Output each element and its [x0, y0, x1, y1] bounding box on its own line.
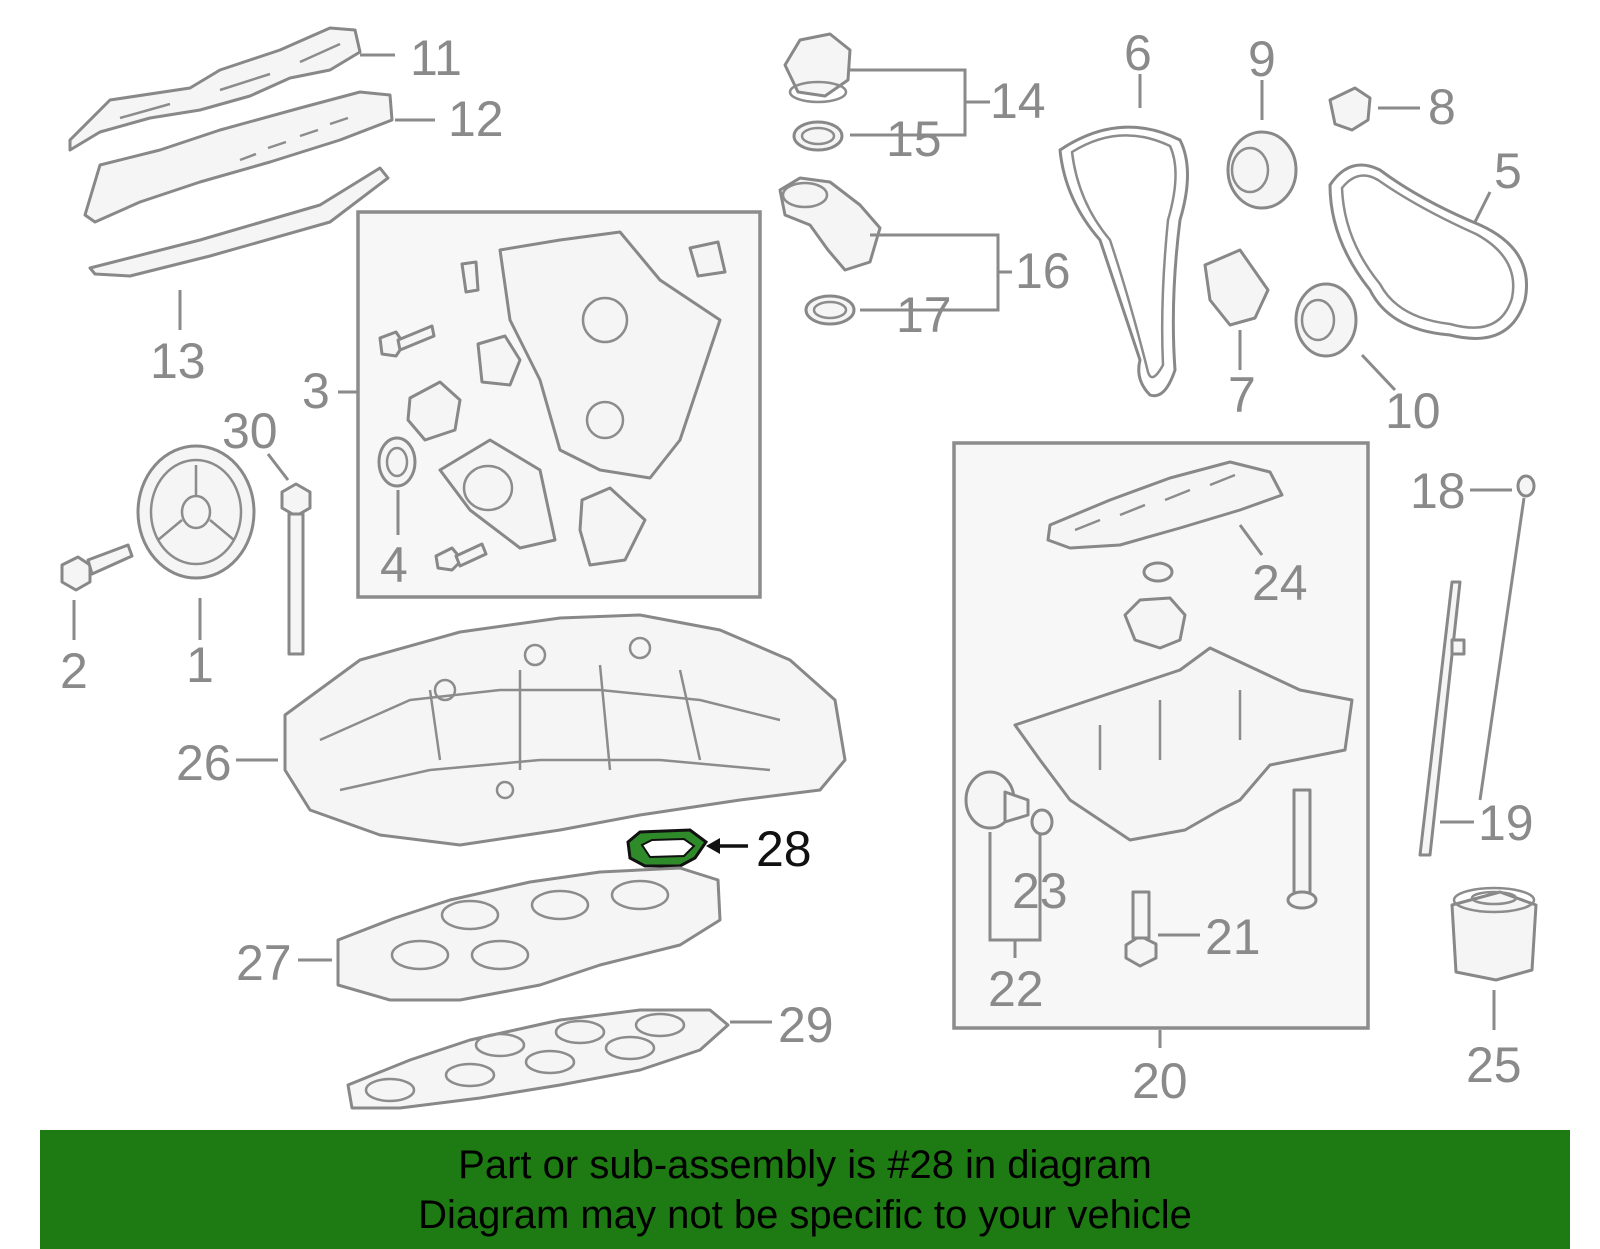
banner-line-2: Diagram may not be specific to your vehi… [418, 1192, 1192, 1237]
dipstick-tube-part-19 [1418, 580, 1466, 857]
callout-13: 13 [150, 333, 206, 389]
pan-stud [1286, 788, 1318, 910]
callout-21: 21 [1205, 909, 1261, 965]
engine-cover-part-12 [83, 90, 394, 224]
timing-cover-part-3 [378, 230, 727, 572]
callout-18: 18 [1410, 463, 1466, 519]
o-ring-part-15 [792, 120, 844, 152]
bolt-part-2 [60, 543, 134, 592]
callout-10: 10 [1385, 383, 1441, 439]
oil-cap-part-14 [783, 32, 852, 104]
callout-30: 30 [222, 403, 278, 459]
timing-chain-part-5 [1328, 163, 1528, 340]
callout-23: 23 [1012, 863, 1068, 919]
intake-plenum-part-27 [336, 866, 722, 1002]
oil-pan-baffle-part-24 [1046, 460, 1284, 550]
washer-part-23 [1030, 808, 1054, 836]
arrow-head-28 [706, 838, 720, 854]
callout-19: 19 [1478, 795, 1534, 851]
dipstick-part-18 [1478, 474, 1536, 801]
engine-cover-part-11 [68, 26, 362, 152]
o-ring-part-17 [804, 294, 856, 326]
callout-2: 2 [60, 643, 88, 699]
callout-17: 17 [896, 287, 952, 343]
callout-numbers: 1 2 3 4 5 6 7 8 9 10 11 12 13 14 15 16 1… [60, 25, 1534, 1109]
callout-29: 29 [778, 997, 834, 1053]
leader-lines [72, 53, 1512, 1048]
callout-6: 6 [1124, 25, 1152, 81]
pulley-part-1 [136, 444, 256, 580]
intake-manifold-part-26 [283, 613, 847, 847]
callout-14: 14 [990, 73, 1046, 129]
oil-pump-pickup [1123, 561, 1187, 650]
sprocket-part-10 [1294, 282, 1358, 358]
oil-pan [1013, 646, 1354, 842]
banner-line-1: Part or sub-assembly is #28 in diagram [458, 1142, 1152, 1187]
callout-24: 24 [1252, 555, 1308, 611]
callout-11: 11 [410, 30, 462, 86]
callout-5: 5 [1494, 143, 1522, 199]
callout-15: 15 [886, 111, 942, 167]
callout-22: 22 [988, 961, 1044, 1017]
seal-part-4 [377, 436, 417, 488]
tensioner-part-8 [1328, 86, 1372, 132]
callout-20: 20 [1132, 1053, 1188, 1109]
timing-chain-part-6 [1058, 125, 1189, 398]
intake-gasket-part-29 [346, 1008, 730, 1110]
chain-guide-part-7 [1203, 248, 1270, 327]
callout-12: 12 [448, 91, 504, 147]
sprocket-part-9 [1226, 130, 1298, 210]
gasket-part-13 [88, 166, 390, 278]
callout-25: 25 [1466, 1037, 1522, 1093]
oil-filter-part-25 [1450, 886, 1538, 982]
filler-neck-part-16 [778, 176, 882, 272]
callout-26: 26 [176, 735, 232, 791]
callout-7: 7 [1228, 367, 1256, 423]
gasket-part-28[interactable] [626, 828, 709, 868]
callout-1: 1 [186, 637, 214, 693]
callout-3: 3 [302, 363, 330, 419]
bolt-part-21 [1124, 890, 1158, 968]
callout-27: 27 [236, 935, 292, 991]
callout-16: 16 [1015, 243, 1071, 299]
callout-8: 8 [1428, 79, 1456, 135]
callout-4: 4 [380, 537, 408, 593]
info-banner: Part or sub-assembly is #28 in diagram D… [40, 1130, 1570, 1249]
long-bolt-part-30 [280, 482, 312, 656]
callout-28: 28 [756, 821, 812, 877]
drain-plug-part-22 [964, 770, 1030, 830]
callout-9: 9 [1248, 31, 1276, 87]
